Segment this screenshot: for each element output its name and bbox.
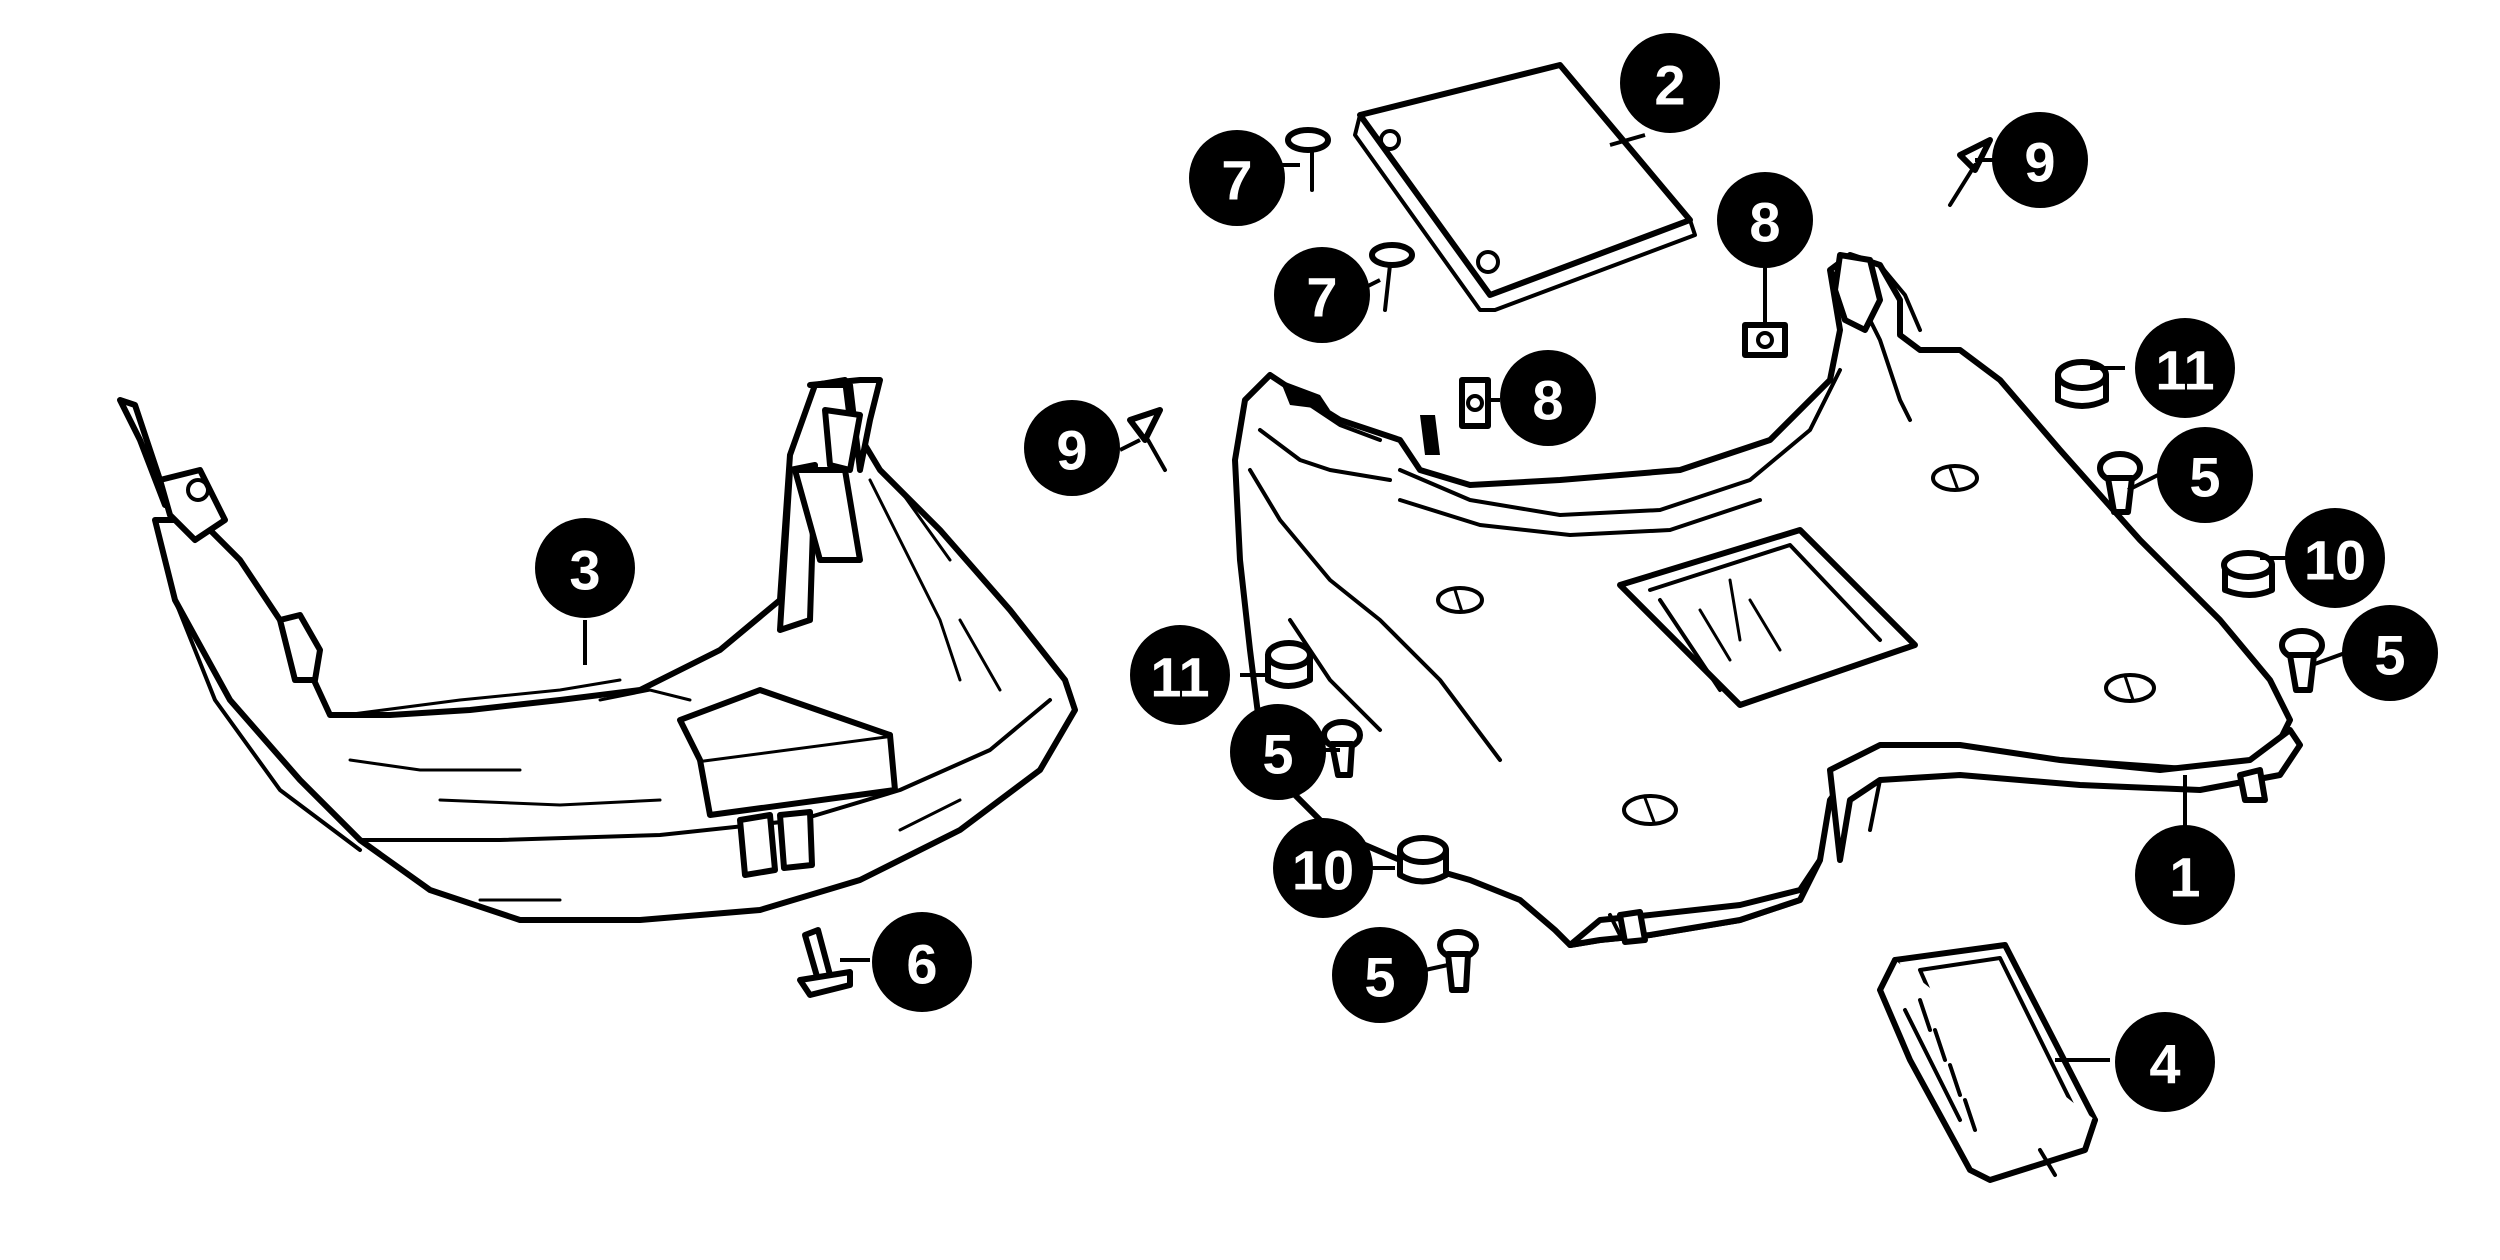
callout-2: 2 [1620,33,1720,133]
callout-7-b: 7 [1274,247,1370,343]
callout-label: 5 [2374,624,2405,687]
callout-label: 10 [1292,839,1354,902]
part-5-pin-a [2097,451,2143,515]
callout-7-a: 7 [1189,130,1285,226]
callout-label: 5 [1364,946,1395,1009]
part-4-storage-tray [1877,942,2098,1183]
callout-10-a: 10 [2285,508,2385,608]
callout-label: 10 [2304,529,2366,592]
callout-label: 1 [2169,846,2200,909]
part-7-screw-a [1285,127,1331,192]
callout-10-b: 10 [1273,818,1373,918]
part-9-rivet-b [1127,407,1167,472]
part-8-nut-b [1459,377,1491,429]
callout-label: 4 [2149,1033,2180,1096]
part-8-nut-a [1742,322,1788,358]
part-2-cover-plate [1353,62,1697,312]
part-3-inner-front-cover [117,377,1078,923]
callout-11-a: 11 [2135,318,2235,418]
callout-11-b: 11 [1130,625,1230,725]
part-5-pin-b [2279,628,2325,693]
callout-5-d: 5 [1332,927,1428,1023]
callout-5-b: 5 [2342,605,2438,701]
part-11-grommet-a [2055,359,2109,409]
callout-8-a: 8 [1717,172,1813,268]
callout-1: 1 [2135,825,2235,925]
part-5-pin-d [1437,929,1479,993]
callout-6: 6 [872,912,972,1012]
callout-4: 4 [2115,1012,2215,1112]
callout-label: 5 [2189,446,2220,509]
callout-label: 9 [1056,419,1087,482]
callout-5-c: 5 [1230,704,1326,800]
callout-label: 7 [1221,149,1252,212]
callout-9-b: 9 [1024,400,1120,496]
callout-label: 6 [906,933,937,996]
part-10-cap-b [1397,835,1449,885]
part-6-clip [797,927,853,998]
callout-9-a: 9 [1992,112,2088,208]
part-11-grommet-b [1265,640,1313,689]
callout-label: 9 [2024,131,2055,194]
callout-label: 11 [1150,646,1209,709]
callout-8-b: 8 [1500,350,1596,446]
callout-label: 3 [569,539,600,602]
callout-label: 8 [1532,369,1563,432]
part-7-screw-b [1369,242,1415,312]
callout-3: 3 [535,518,635,618]
callout-label: 2 [1654,54,1685,117]
callout-label: 7 [1306,266,1337,329]
callout-label: 8 [1749,191,1780,254]
callout-label: 5 [1262,723,1293,786]
part-1-floor-panel [1232,252,2303,948]
callout-5-a: 5 [2157,427,2253,523]
callout-label: 11 [2155,339,2214,402]
part-9-rivet-a [1948,137,1993,207]
